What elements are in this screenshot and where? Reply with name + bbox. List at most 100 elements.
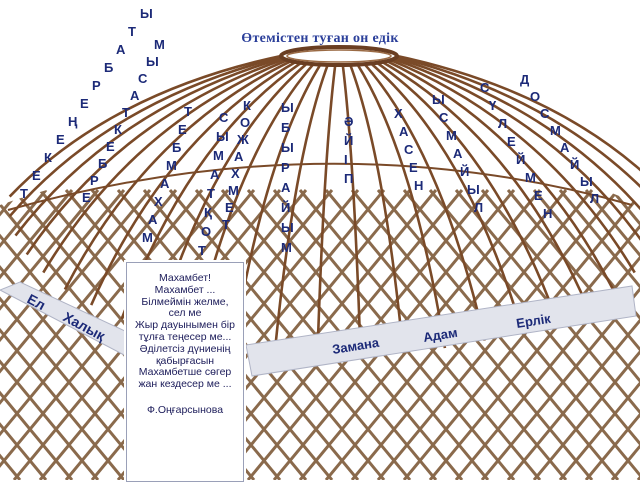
name-letter: Қ <box>204 205 212 220</box>
lattice-stick <box>454 189 640 415</box>
roof-pole <box>8 55 284 218</box>
name-letter: С <box>219 110 229 125</box>
name-letter: М <box>550 123 561 138</box>
name-letter: К <box>243 98 251 113</box>
name-letter: Е <box>80 96 89 111</box>
name-letter: О <box>530 89 540 104</box>
name-letter: О <box>201 224 211 239</box>
name-letter: А <box>281 180 291 195</box>
name-letter: М <box>166 158 177 173</box>
name-letter: А <box>234 149 244 164</box>
name-letter: Ы <box>467 182 480 197</box>
name-letter: А <box>453 146 463 161</box>
poem-line: тұлға теңесер ме... <box>138 330 232 343</box>
lattice-stick <box>506 189 640 352</box>
name-letter: Ы <box>281 140 294 155</box>
lattice-stick <box>532 189 640 321</box>
name-letter: Т <box>20 186 28 201</box>
name-letter: М <box>446 128 457 143</box>
name-letter: Ы <box>281 100 294 115</box>
name-letter: Р <box>92 78 101 93</box>
roof-pole <box>348 63 405 354</box>
name-letter: П <box>344 171 353 186</box>
name-letter: Ү <box>489 98 497 113</box>
roof-pole <box>273 63 330 354</box>
name-letter: А <box>130 88 140 103</box>
name-letter: Ә <box>344 114 353 129</box>
name-letter: Б <box>98 156 107 171</box>
poem-line: Әділетсіз дүниенің <box>139 342 231 355</box>
band-word-erlik: Ерлік <box>515 311 552 331</box>
poem-line: жан кездесер ме ... <box>138 378 232 391</box>
name-letter: Е <box>106 139 115 154</box>
name-letter: О <box>240 115 250 130</box>
name-letter: К <box>114 122 122 137</box>
name-letter: Ы <box>146 54 159 69</box>
lattice-stick <box>168 189 412 480</box>
name-letter: І <box>344 152 348 167</box>
name-letter: Т <box>184 104 192 119</box>
lattice-stick <box>0 390 74 480</box>
poem-line: Махамбет! <box>159 272 211 284</box>
name-letter: К <box>44 150 52 165</box>
name-letter: С <box>540 106 550 121</box>
crown-ring <box>279 45 399 67</box>
poem-line: Махамбет ... <box>154 283 216 296</box>
lattice-stick <box>558 189 640 290</box>
name-letter: Ң <box>68 114 78 129</box>
lattice-stick <box>0 189 74 280</box>
name-letter: Ы <box>216 129 229 144</box>
name-letter: Ы <box>140 6 153 21</box>
name-letter: Н <box>543 206 552 221</box>
name-letter: М <box>142 230 153 245</box>
lattice-stick <box>0 296 152 480</box>
name-letter: А <box>210 167 220 182</box>
name-letter: Т <box>122 105 130 120</box>
lattice-stick <box>584 412 640 480</box>
name-letter: Й <box>344 133 353 148</box>
lattice-stick <box>0 422 48 480</box>
name-letter: С <box>439 110 449 125</box>
rim-hoop <box>7 162 633 211</box>
roof-pole <box>362 62 487 341</box>
name-letter: Т <box>222 217 230 232</box>
name-letter: Д <box>520 72 530 87</box>
roof-pole <box>384 59 615 291</box>
roof-pole <box>63 59 294 291</box>
name-letter: Е <box>56 132 65 147</box>
poem-line: Білмеймін желме, <box>141 295 229 308</box>
name-letter: А <box>160 176 170 191</box>
poem-line: Махамбетше сөгер <box>138 366 232 379</box>
name-letter: Н <box>414 178 423 193</box>
name-letter: Р <box>152 0 161 3</box>
roof-pole <box>355 62 447 349</box>
roof-pole <box>380 60 588 306</box>
name-letter: Ы <box>281 220 294 235</box>
roof-pole <box>394 55 640 189</box>
poem-author: Ф.Оңғарсынова <box>146 403 224 416</box>
lattice-stick <box>402 189 640 478</box>
name-letter: Й <box>281 200 290 215</box>
roof-pole <box>341 63 362 356</box>
name-letter: Б <box>172 140 181 155</box>
name-letter: Т <box>207 186 215 201</box>
band-word-el: Ел <box>25 291 49 314</box>
poem-line: сел ме <box>168 307 202 320</box>
roof-pole <box>14 56 285 237</box>
name-letter: Т <box>128 24 136 39</box>
name-letter: А <box>560 140 570 155</box>
name-letter: Т <box>198 243 206 258</box>
roof-pole <box>391 57 640 241</box>
name-letter: Р <box>90 173 99 188</box>
lattice-stick <box>142 189 386 480</box>
roof-pole <box>25 57 287 256</box>
name-letter: Е <box>409 160 418 175</box>
roof-pole <box>316 63 337 356</box>
roof-pole <box>375 60 558 320</box>
band-right: Замана Адам Ерлік <box>245 285 637 377</box>
name-letter: Е <box>32 168 41 183</box>
lattice-stick <box>0 189 48 248</box>
name-letter: Й <box>460 164 469 179</box>
